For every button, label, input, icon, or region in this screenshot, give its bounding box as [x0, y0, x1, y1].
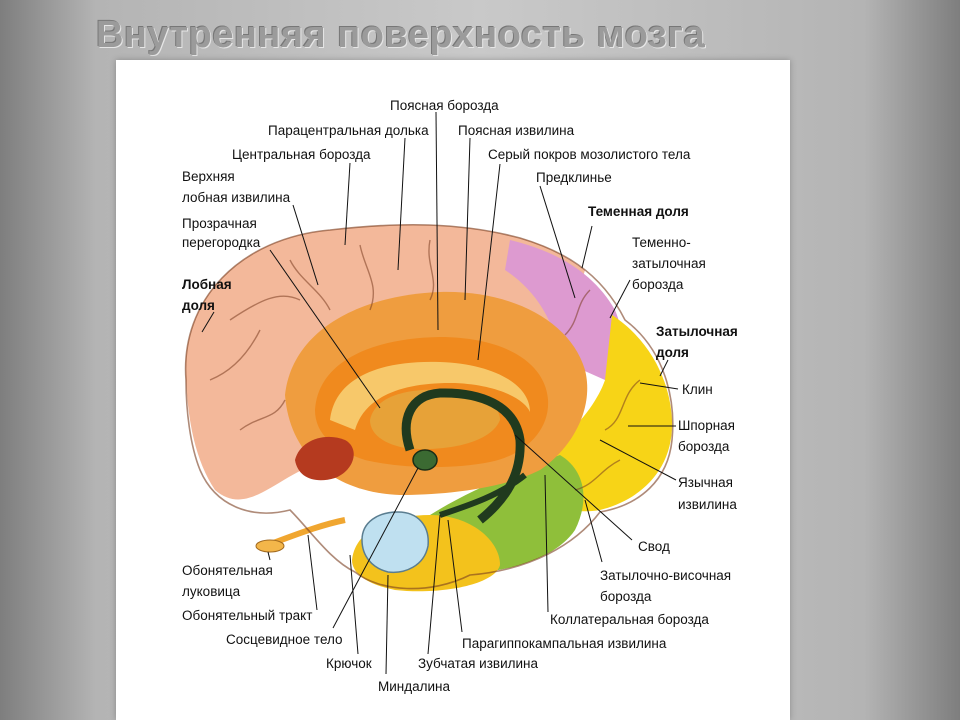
label-cingulate-sulcus: Поясная борозда [390, 98, 499, 113]
leader-uncus [349, 554, 359, 655]
label-parahippocampal: Парагиппокампальная извилина [462, 636, 667, 651]
leader-fornix [514, 434, 633, 541]
label-calcarine-1: Шпорная [678, 418, 735, 433]
leader-olf-tract [307, 534, 318, 611]
label-indusium: Серый покров мозолистого тела [488, 147, 691, 162]
label-superior-frontal-1: Верхняя [182, 169, 235, 184]
label-frontal-lobe-1: Лобная [182, 277, 232, 292]
label-septum-2: перегородка [182, 235, 261, 250]
label-amygdala: Миндалина [378, 679, 451, 694]
label-occipital-lobe-1: Затылочная [656, 324, 738, 339]
mammillary-body [412, 449, 438, 471]
brain-outline [184, 223, 674, 590]
leader-frontal-lobe [201, 311, 215, 333]
label-cuneus: Клин [682, 382, 713, 397]
leader-superior-frontal [292, 204, 319, 286]
label-superior-frontal-2: лобная извилина [182, 190, 291, 205]
label-ot-sulcus-2: борозда [600, 589, 652, 604]
label-parietal-lobe: Теменная доля [588, 204, 689, 219]
slide-title: Внутренняя поверхность мозга [96, 14, 706, 56]
amygdala-body [361, 511, 429, 574]
label-paracentral-lobule: Парацентральная долька [268, 123, 429, 138]
label-olf-bulb-2: луковица [182, 584, 241, 599]
leader-occipital-lobe [659, 359, 669, 377]
label-frontal-lobe-2: доля [182, 298, 215, 313]
dark-red-area [295, 436, 354, 481]
leader-cuneus [639, 382, 679, 390]
leader-indusium [477, 163, 501, 361]
leader-precuneus [539, 185, 576, 299]
leader-septum [269, 249, 381, 409]
leader-lingual [599, 439, 677, 481]
corpus-callosum [330, 361, 530, 430]
parietal-region [505, 240, 622, 380]
leader-cingulate-gyrus [464, 137, 471, 301]
label-dentate: Зубчатая извилина [418, 656, 539, 671]
label-collateral-sulcus: Коллатеральная борозда [550, 612, 709, 627]
leader-collateral [544, 474, 549, 613]
label-po-sulcus-1: Теменно- [632, 235, 691, 250]
label-septum-1: Прозрачная [182, 216, 257, 231]
label-po-sulcus-2: затылочная [632, 256, 706, 271]
leader-central-sulcus [344, 162, 351, 246]
leader-paracentral-lobule [397, 137, 406, 271]
leader-parahippocampal [447, 519, 463, 633]
leader-cingulate-sulcus [435, 111, 439, 331]
label-calcarine-2: борозда [678, 439, 730, 454]
label-po-sulcus-3: борозда [632, 277, 684, 292]
label-cingulate-gyrus: Поясная извилина [458, 123, 575, 138]
olfactory-bulb [255, 539, 285, 553]
leader-olf-bulb [267, 551, 271, 561]
leader-po-sulcus [609, 279, 631, 319]
label-olf-tract: Обонятельный тракт [182, 608, 312, 623]
leader-ot-sulcus [584, 499, 603, 563]
fornix-bundle [439, 472, 527, 518]
label-mammillary: Сосцевидное тело [226, 632, 343, 647]
leader-mammillary [332, 467, 419, 629]
label-lingual-1: Язычная [678, 475, 733, 490]
leader-parietal-lobe [581, 225, 593, 269]
label-precuneus: Предклинье [536, 170, 612, 185]
leader-dentate [427, 514, 441, 655]
label-ot-sulcus-1: Затылочно-височная [600, 568, 731, 583]
label-occipital-lobe-2: доля [656, 345, 689, 360]
label-olf-bulb-1: Обонятельная [182, 563, 273, 578]
label-fornix: Свод [638, 539, 670, 554]
label-central-sulcus: Центральная борозда [232, 147, 371, 162]
leader-amygdala [385, 574, 389, 675]
label-uncus: Крючок [326, 656, 372, 671]
label-lingual-2: извилина [678, 497, 737, 512]
